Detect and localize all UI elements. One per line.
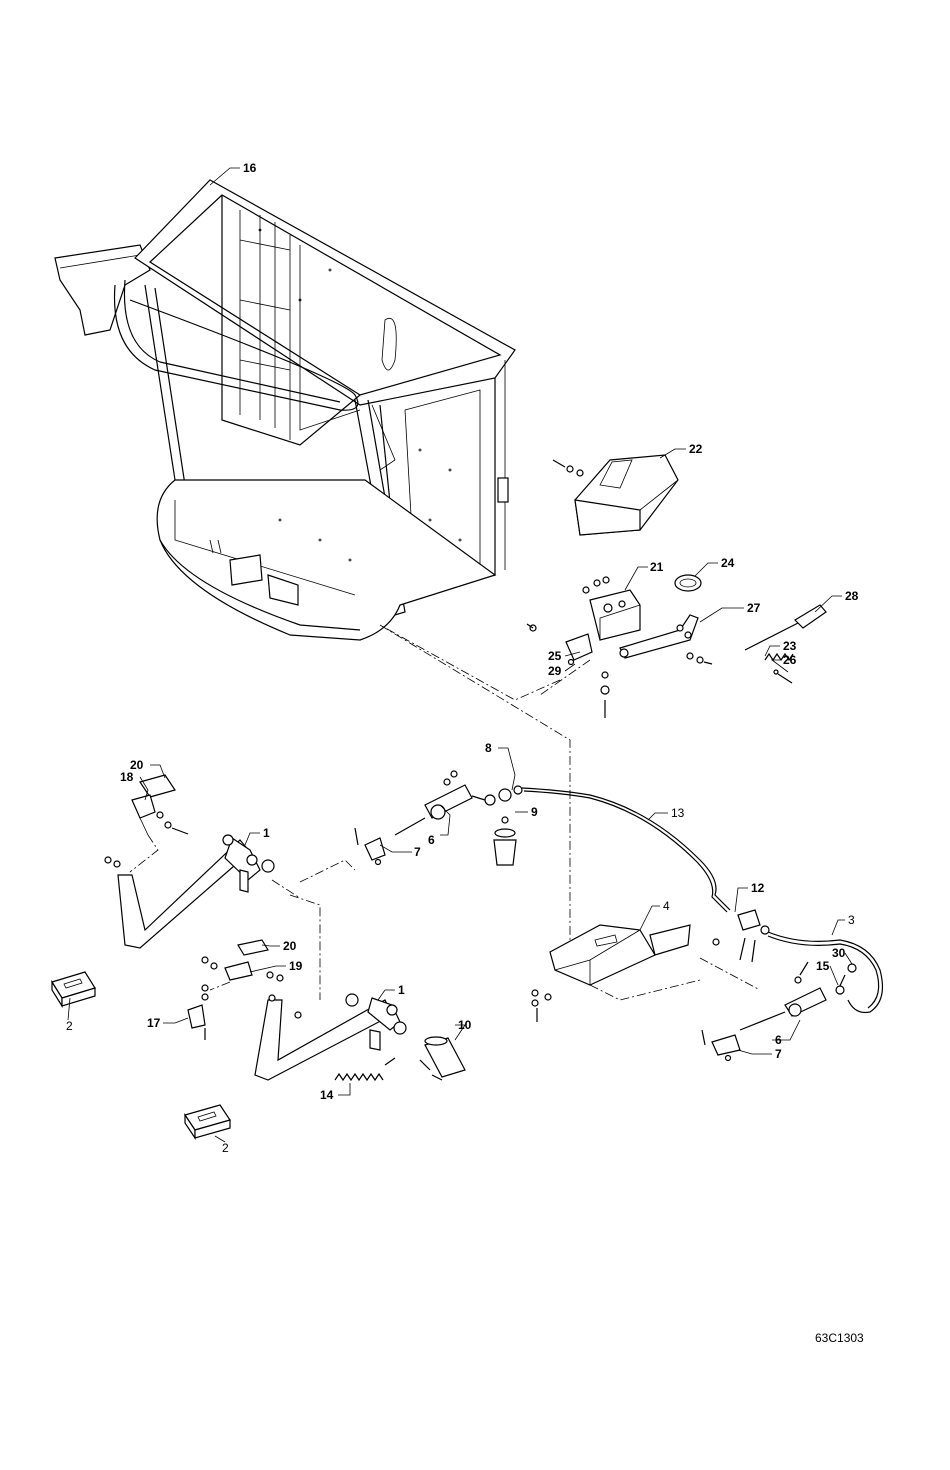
- callout-2-lower: 2: [222, 1141, 229, 1155]
- callout-27: 27: [747, 601, 761, 615]
- callout-28: 28: [845, 589, 859, 603]
- master-cylinder-right: [740, 988, 826, 1030]
- mounting-plate: [532, 925, 690, 1022]
- callout-19: 19: [289, 959, 303, 973]
- callout-12: 12: [751, 881, 765, 895]
- tee-fitting: [713, 910, 769, 962]
- callout-26: 26: [783, 653, 797, 667]
- callout-1-lower: 1: [398, 983, 405, 997]
- callout-4: 4: [663, 899, 670, 913]
- pivot-shaft: [420, 1037, 465, 1080]
- floor-pad-lower: [185, 1105, 230, 1138]
- callout-15: 15: [816, 959, 830, 973]
- callout-10: 10: [458, 1018, 472, 1032]
- grommet: [675, 575, 701, 591]
- leader-lines: [68, 168, 852, 1142]
- callout-13: 13: [671, 806, 685, 820]
- callout-8: 8: [485, 741, 492, 755]
- callout-22: 22: [689, 442, 703, 456]
- floor-pad: [52, 972, 95, 1006]
- callout-3: 3: [848, 913, 855, 927]
- reservoir: [494, 817, 516, 865]
- callout-17: 17: [147, 1016, 161, 1030]
- callout-14: 14: [320, 1088, 334, 1102]
- callout-1-upper: 1: [263, 826, 270, 840]
- callout-20-lower: 20: [283, 939, 297, 953]
- callout-6-upper: 6: [428, 833, 435, 847]
- bolt: [569, 660, 610, 719]
- hose-fitting: [472, 786, 522, 805]
- pedal-pad-lower: [238, 940, 268, 955]
- pad-bracket: [132, 795, 188, 835]
- callout-2-left: 2: [66, 1019, 73, 1033]
- callout-29: 29: [548, 664, 562, 678]
- callout-21: 21: [650, 560, 664, 574]
- console-cover: [553, 455, 678, 535]
- drawing-code: 63C1303: [815, 1331, 864, 1345]
- callout-23: 23: [783, 639, 797, 653]
- callout-18: 18: [120, 770, 134, 784]
- pin: [774, 670, 792, 683]
- brake-line: [522, 788, 730, 912]
- lever-bracket: [583, 577, 640, 640]
- callout-7-upper: 7: [414, 845, 421, 859]
- clevis: [355, 828, 385, 865]
- callout-30: 30: [832, 946, 846, 960]
- pedal-arm-lower: [255, 994, 406, 1080]
- cab-frame: [55, 180, 515, 640]
- clevis-right: [702, 1030, 740, 1061]
- pedal-arm: [105, 835, 274, 948]
- callout-24: 24: [721, 556, 735, 570]
- callout-7-right: 7: [775, 1047, 782, 1061]
- switch-bracket: [202, 957, 283, 981]
- master-cylinder: [395, 771, 472, 835]
- switch: [188, 985, 208, 1040]
- callout-9: 9: [531, 805, 538, 819]
- callout-16: 16: [243, 161, 257, 175]
- callout-labels: 16 22 24 21 28 27 23 26 25 29 8 20 18 1 …: [66, 161, 859, 1155]
- return-spring: [335, 1058, 395, 1080]
- callout-25: 25: [548, 649, 562, 663]
- callout-6-right: 6: [775, 1033, 782, 1047]
